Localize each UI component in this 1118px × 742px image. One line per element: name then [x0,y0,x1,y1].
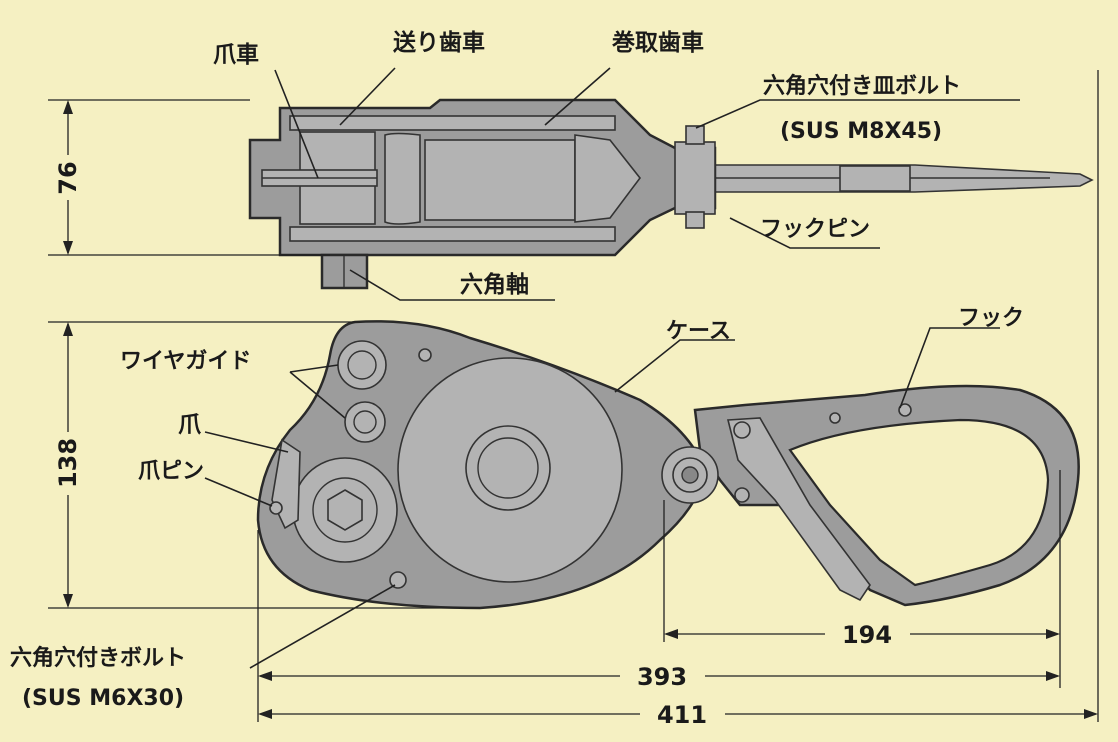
leader-winding-gear [544,67,611,126]
side-hook-pin-center [681,466,699,484]
leader-wire-guide-2 [289,371,346,419]
leader-countersunk-bolt [695,99,1020,129]
side-hook-rivet [898,403,912,417]
dim-total-length: 411 [657,701,707,729]
side-wire-guide-lower [344,401,386,443]
top-lower-rail [289,226,616,242]
dim411-arrow-right [1084,709,1098,719]
label-socket-bolt-spec: (SUS M6X30) [22,686,184,711]
side-hex-socket [327,489,363,531]
label-hook-pin: フックピン [760,217,870,242]
side-wire-guide-lower-inner [353,410,377,434]
dim76-arrow-top [63,100,73,114]
side-hook-rivet-2 [829,412,841,424]
leader-claw [204,431,289,453]
dim411-arrow-left [258,709,272,719]
top-feed-gear [384,132,421,225]
leader-feed-gear [339,67,396,126]
leader-socket-bolt [249,584,396,669]
dim138-arrow-bottom [63,594,73,608]
dim-side-height: 138 [54,438,82,488]
leader-hex-shaft [349,269,555,301]
leader-case [614,339,735,393]
label-hex-shaft: 六角軸 [460,271,529,298]
label-claw-pin: 爪ピン [138,459,204,484]
side-hook-opening [788,418,1050,587]
top-rod-collar [839,165,911,192]
leader-wire-guide-1 [289,364,339,373]
side-hook-latch-pin [733,421,751,439]
side-view: ワイヤガイド 爪 爪ピン ケース フック 六角穴付きボルト (SUS M6X30… [10,70,1099,729]
side-case-rivet [418,348,432,362]
leader-claw-pin [204,477,273,507]
label-wire-guide: ワイヤガイド [120,349,251,374]
label-feed-gear: 送り歯車 [393,29,485,56]
dim138-arrow-top [63,322,73,336]
side-socket-bolt [389,571,407,589]
dim-top-height: 76 [54,161,82,194]
top-countersunk-bolt [685,125,705,145]
top-upper-rail [289,115,616,131]
dim194-arrow-left [664,629,678,639]
label-claw-wheel: 爪車 [213,42,259,68]
top-bolt-nut [685,211,705,229]
side-hook-latch-pin-lower [734,487,750,503]
label-hook: フック [958,306,1024,331]
label-winding-gear: 巻取歯車 [611,30,704,56]
side-claw-pin [269,501,283,515]
top-winding-drum [424,139,576,221]
top-drum-flange [574,134,642,223]
side-wire-guide-upper-inner [347,350,377,380]
dim-hook-length: 194 [842,621,892,649]
side-claw-wheel-inner [312,477,378,543]
leader-hook-pin [729,217,880,249]
top-view: 76 爪車 送り歯車 巻取歯車 六角穴付き皿ボルト (SUS M8X45) フッ… [48,29,1094,301]
dim393-arrow-left [258,671,272,681]
dim393-arrow-right [1046,671,1060,681]
side-drum-hub-inner [477,437,539,499]
side-hook-latch [726,417,871,602]
side-wire-guide-upper [337,340,387,390]
leader-hook [899,327,1000,409]
label-claw: 爪 [178,412,202,438]
label-socket-bolt: 六角穴付きボルト [10,645,186,671]
label-case: ケース [666,319,731,344]
label-countersunk-bolt-spec: (SUS M8X45) [780,119,942,144]
top-hook-pin-block [674,141,716,215]
leader-claw-wheel [274,69,319,179]
dim-body-length: 393 [637,663,687,691]
dim194-arrow-right [1046,629,1060,639]
label-countersunk-bolt: 六角穴付き皿ボルト [763,73,961,99]
dim76-arrow-bottom [63,241,73,255]
